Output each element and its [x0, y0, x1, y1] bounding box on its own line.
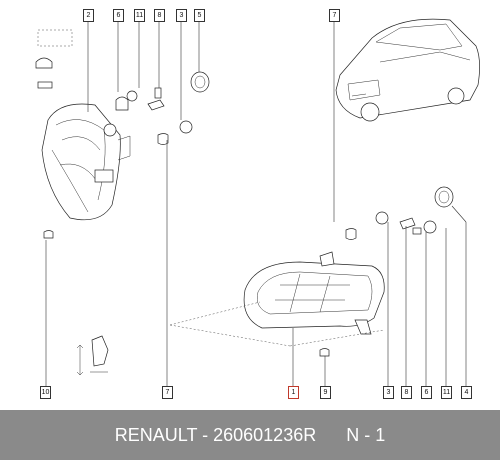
- callout-3-bottom: 3: [383, 386, 394, 399]
- left-headlamp-back: [41, 103, 131, 221]
- callout-5: 5: [194, 9, 205, 22]
- bulb-inset: [35, 29, 73, 89]
- callout-8-bottom: 8: [401, 386, 412, 399]
- callout-11-bottom: 11: [441, 386, 452, 399]
- callout-2: 2: [83, 9, 94, 22]
- callout-9: 9: [320, 386, 331, 399]
- callout-8: 8: [154, 9, 165, 22]
- callout-6: 6: [113, 9, 124, 22]
- screw-detail: [76, 335, 109, 376]
- part-number-footer: RENAULT - 260601236R N - 1: [0, 410, 500, 460]
- callout-4: 4: [461, 386, 472, 399]
- assembly-outline: [169, 301, 385, 347]
- callout-7-mid: 7: [162, 386, 173, 399]
- right-headlamp-front: [243, 251, 385, 335]
- car-silhouette: [335, 18, 480, 122]
- leader-lines: [45, 20, 467, 386]
- callout-11: 11: [134, 9, 145, 22]
- exploded-parts-drawing: [35, 18, 480, 386]
- callout-6-bottom: 6: [421, 386, 432, 399]
- part-number-text: RENAULT - 260601236R N - 1: [114, 424, 386, 445]
- callout-7-top: 7: [329, 9, 340, 22]
- callout-10: 10: [40, 386, 51, 399]
- callout-3: 3: [176, 9, 187, 22]
- callout-1-main-part: 1: [288, 386, 299, 399]
- upper-small-parts: [115, 71, 210, 145]
- lower-small-parts: [43, 186, 454, 357]
